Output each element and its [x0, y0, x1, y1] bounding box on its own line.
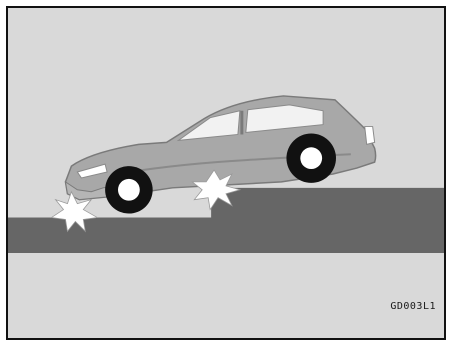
car-taillight — [365, 127, 375, 145]
figure-code: GD003L1 — [390, 301, 436, 312]
diagram-illustration — [8, 8, 444, 338]
front-hubcap — [118, 179, 140, 201]
front-wheel — [105, 166, 153, 213]
rear-wheel — [286, 133, 336, 182]
rear-hubcap — [300, 147, 322, 169]
diagram-frame: GD003L1 — [6, 6, 446, 340]
